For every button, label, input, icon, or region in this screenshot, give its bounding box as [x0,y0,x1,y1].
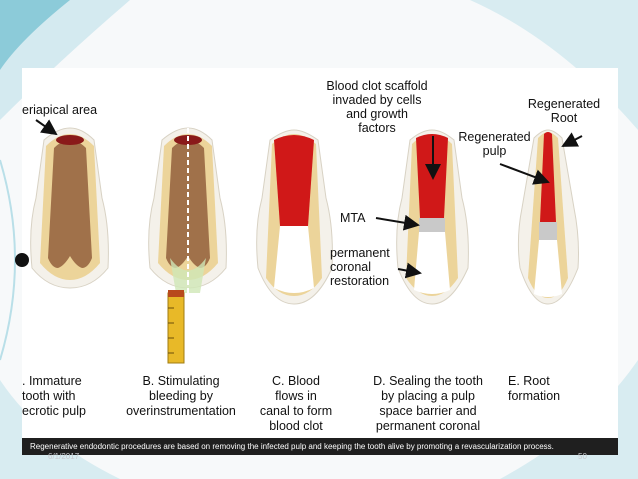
tooth-c [256,129,333,305]
nav-indicator [15,253,29,267]
footer-banner: Regenerative endodontic procedures are b… [22,438,618,455]
label-blood-clot: Blood clot scaffold invaded by cells and… [326,79,428,135]
caption-line: C. Blood [272,374,320,388]
caption-line: D. Sealing the tooth [373,374,483,388]
caption-line: permanent coronal [375,419,481,433]
caption-line: formation [508,389,561,403]
arrow-regen-pulp [499,163,550,185]
caption-line: blood clot [269,419,323,433]
caption-line: tooth with [22,389,76,403]
label-mta: MTA [340,211,366,225]
arrow-regen-root [561,132,583,147]
slide-date: 6/1/2017 [48,452,80,461]
tooth-b [148,127,227,364]
caption-line: space barrier and [379,404,477,418]
caption-line: ecrotic pulp [22,404,86,418]
caption-line: by placing a pulp [381,389,475,403]
caption-line: flows in [275,389,317,403]
tooth-d [396,129,469,305]
tooth-a [30,127,109,289]
arrow-periapical [35,119,58,136]
caption-line: bleeding by [149,389,213,403]
regenerative-endo-diagram [30,119,583,364]
label-regenerated-pulp: Regenerated pulp [458,130,531,158]
label-permanent-restoration: permanent coronal restoration [330,246,390,288]
arrow-mta [375,214,420,231]
caption-line: overinstrumentation [126,404,236,418]
caption-line: . Immature [22,374,82,388]
label-regenerated-root: Regenerated Root [527,97,601,125]
caption-line: E. Root [508,374,550,388]
label-periapical: eriapical area [22,103,98,117]
caption-line: canal to form [259,404,333,418]
slide-number: 50 [578,452,587,461]
caption-line: B. Stimulating [142,374,220,388]
arrow-restoration [397,262,422,279]
diagram-panel: eriapical area Blood clot scaffold invad… [22,68,618,438]
